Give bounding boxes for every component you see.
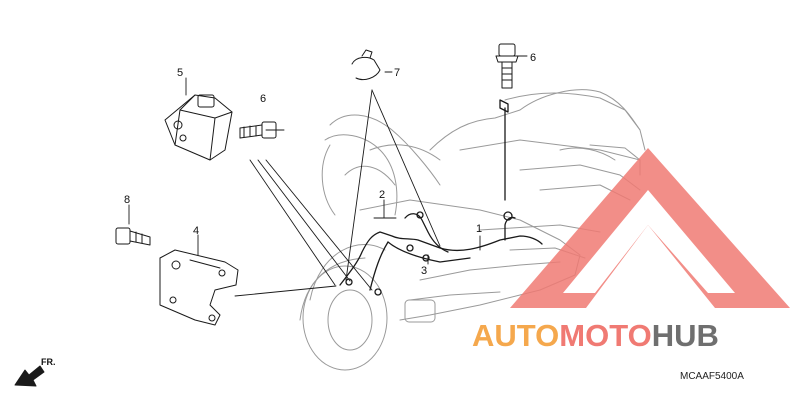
callout-2: 2 [379, 189, 385, 201]
watermark-part-auto: AUTO [472, 318, 560, 353]
callout-4: 4 [193, 225, 199, 237]
part-6-bolt-right [495, 43, 519, 89]
wire-harness [339, 99, 543, 296]
callout-6-right: 6 [530, 52, 536, 64]
drawing-code: MCAAF5400A [680, 371, 744, 382]
front-wheel [299, 243, 388, 371]
part-8-bolt [115, 227, 151, 246]
direction-label: FR. [41, 357, 56, 367]
callout-1: 1 [476, 223, 482, 235]
watermark-triangle [510, 148, 790, 308]
callout-8: 8 [124, 194, 130, 206]
callout-7: 7 [394, 67, 400, 79]
callout-6-left: 6 [260, 93, 266, 105]
part-4-bracket [159, 249, 239, 326]
watermark-logo: AUTOMOTOHUB [472, 318, 719, 354]
motorcycle-outline [321, 89, 646, 323]
callout-3: 3 [421, 265, 427, 277]
front-direction-arrow-icon [14, 365, 45, 387]
watermark-part-hub: HUB [651, 318, 719, 353]
part-7-clip [351, 49, 381, 81]
callout-5: 5 [177, 67, 183, 79]
leader-lines [128, 55, 528, 297]
watermark-part-moto: MOTO [559, 318, 652, 353]
part-5-module [164, 94, 233, 161]
